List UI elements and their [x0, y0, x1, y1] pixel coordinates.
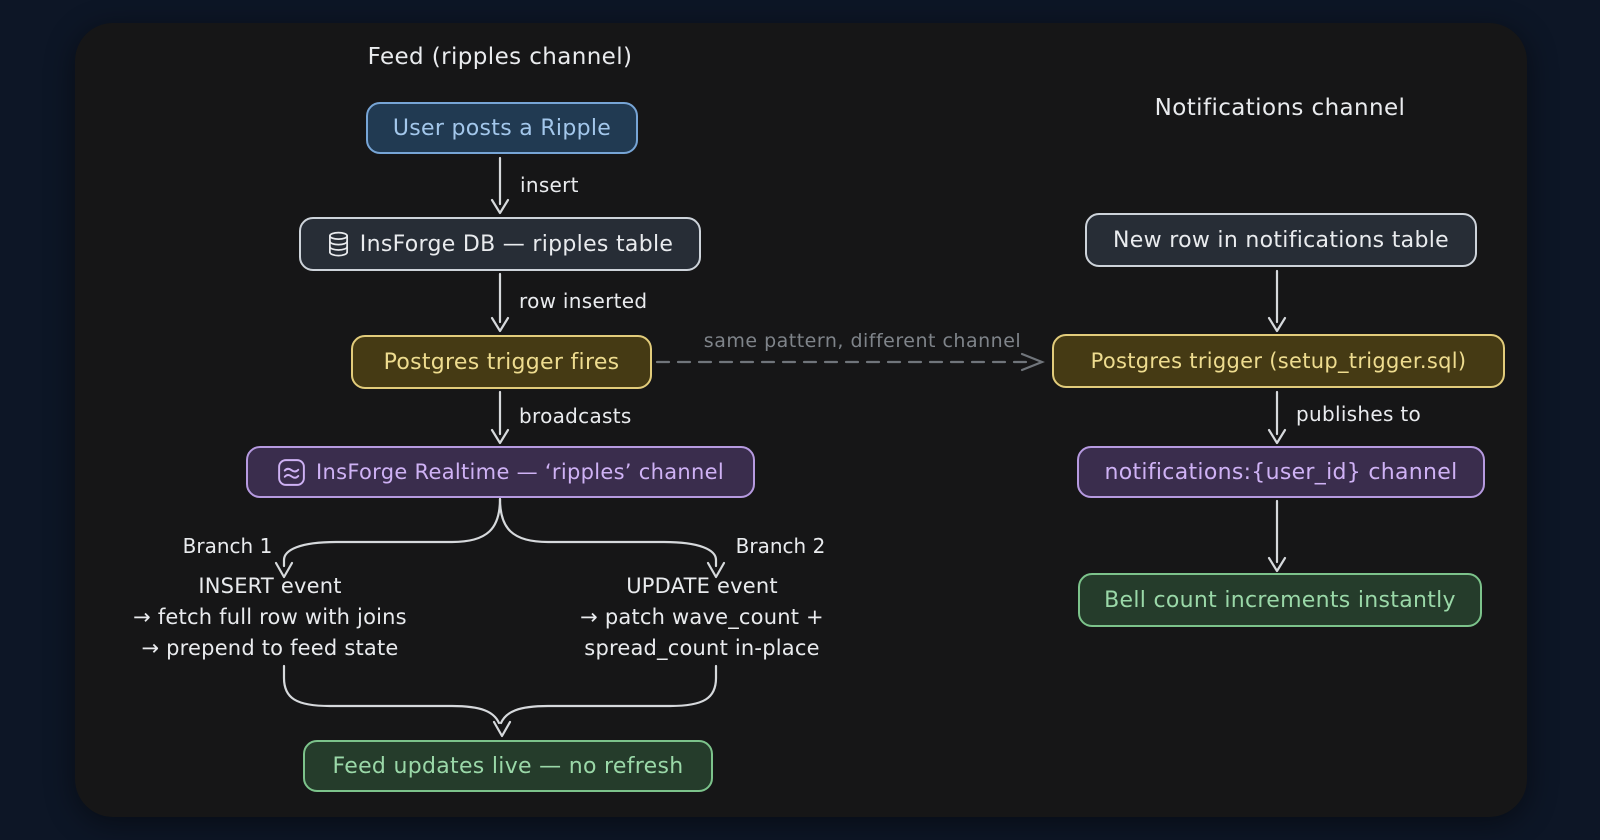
node-insforge-db-label: InsForge DB — ripples table — [359, 231, 674, 257]
realtime-wave-icon — [277, 458, 306, 487]
diagram-panel — [75, 23, 1527, 817]
branch-1-step-line: → prepend to feed state — [141, 636, 399, 660]
cross-link-label: same pattern, different channel — [703, 330, 1022, 352]
node-postgres-trigger-fires: Postgres trigger fires — [351, 335, 652, 389]
node-insforge-realtime-label: InsForge Realtime — ‘ripples’ channel — [316, 460, 724, 484]
node-postgres-trigger-sql-label: Postgres trigger (setup_trigger.sql) — [1090, 349, 1467, 373]
notifications-column-title: Notifications channel — [1154, 95, 1406, 121]
node-new-row-notifications: New row in notifications table — [1085, 213, 1477, 267]
node-new-row-notifications-label: New row in notifications table — [1113, 227, 1449, 253]
node-insforge-realtime: InsForge Realtime — ‘ripples’ channel — [246, 446, 755, 498]
branch-split-left-arrow — [274, 497, 502, 579]
edge-label-broadcasts: broadcasts — [519, 404, 632, 428]
edge-label-row-inserted: row inserted — [519, 289, 648, 313]
branch-2-step-line: UPDATE event — [626, 574, 778, 598]
branch-merge-arrow — [282, 664, 718, 738]
dashed-cross-link-arrow — [655, 352, 1045, 372]
node-insforge-db: InsForge DB — ripples table — [299, 217, 701, 271]
node-bell-count-label: Bell count increments instantly — [1104, 587, 1456, 613]
branch-2-steps: UPDATE event → patch wave_count + spread… — [532, 571, 872, 664]
feed-column-title: Feed (ripples channel) — [367, 44, 633, 70]
branch-1-label: Branch 1 — [182, 534, 273, 558]
arrow-trigger-to-realtime — [490, 390, 510, 445]
arrow-trigger-to-channel — [1267, 390, 1287, 445]
edge-label-publishes-to: publishes to — [1296, 402, 1422, 426]
node-user-posts-ripple-label: User posts a Ripple — [392, 115, 612, 141]
node-feed-updates-live-label: Feed updates live — no refresh — [332, 753, 684, 779]
node-notifications-channel: notifications:{user_id} channel — [1077, 446, 1485, 498]
node-user-posts-ripple: User posts a Ripple — [366, 102, 638, 154]
arrow-post-to-db — [490, 156, 510, 215]
node-notifications-channel-label: notifications:{user_id} channel — [1104, 459, 1458, 485]
branch-1-steps: INSERT event → fetch full row with joins… — [100, 571, 440, 664]
node-feed-updates-live: Feed updates live — no refresh — [303, 740, 713, 792]
branch-2-label: Branch 2 — [735, 534, 826, 558]
branch-1-step-line: → fetch full row with joins — [133, 605, 407, 629]
edge-label-insert: insert — [520, 173, 579, 197]
branch-split-right-arrow — [498, 497, 726, 579]
arrow-channel-to-bell — [1267, 499, 1287, 573]
branch-2-step-line: → patch wave_count + — [580, 605, 824, 629]
branch-2-step-line: spread_count in-place — [584, 636, 820, 660]
node-postgres-trigger-fires-label: Postgres trigger fires — [383, 349, 620, 375]
branch-1-step-line: INSERT event — [198, 574, 342, 598]
node-postgres-trigger-sql: Postgres trigger (setup_trigger.sql) — [1052, 334, 1505, 388]
database-icon — [327, 231, 350, 258]
arrow-newrow-to-trigger — [1267, 269, 1287, 333]
arrow-db-to-trigger — [490, 272, 510, 333]
node-bell-count: Bell count increments instantly — [1078, 573, 1482, 627]
